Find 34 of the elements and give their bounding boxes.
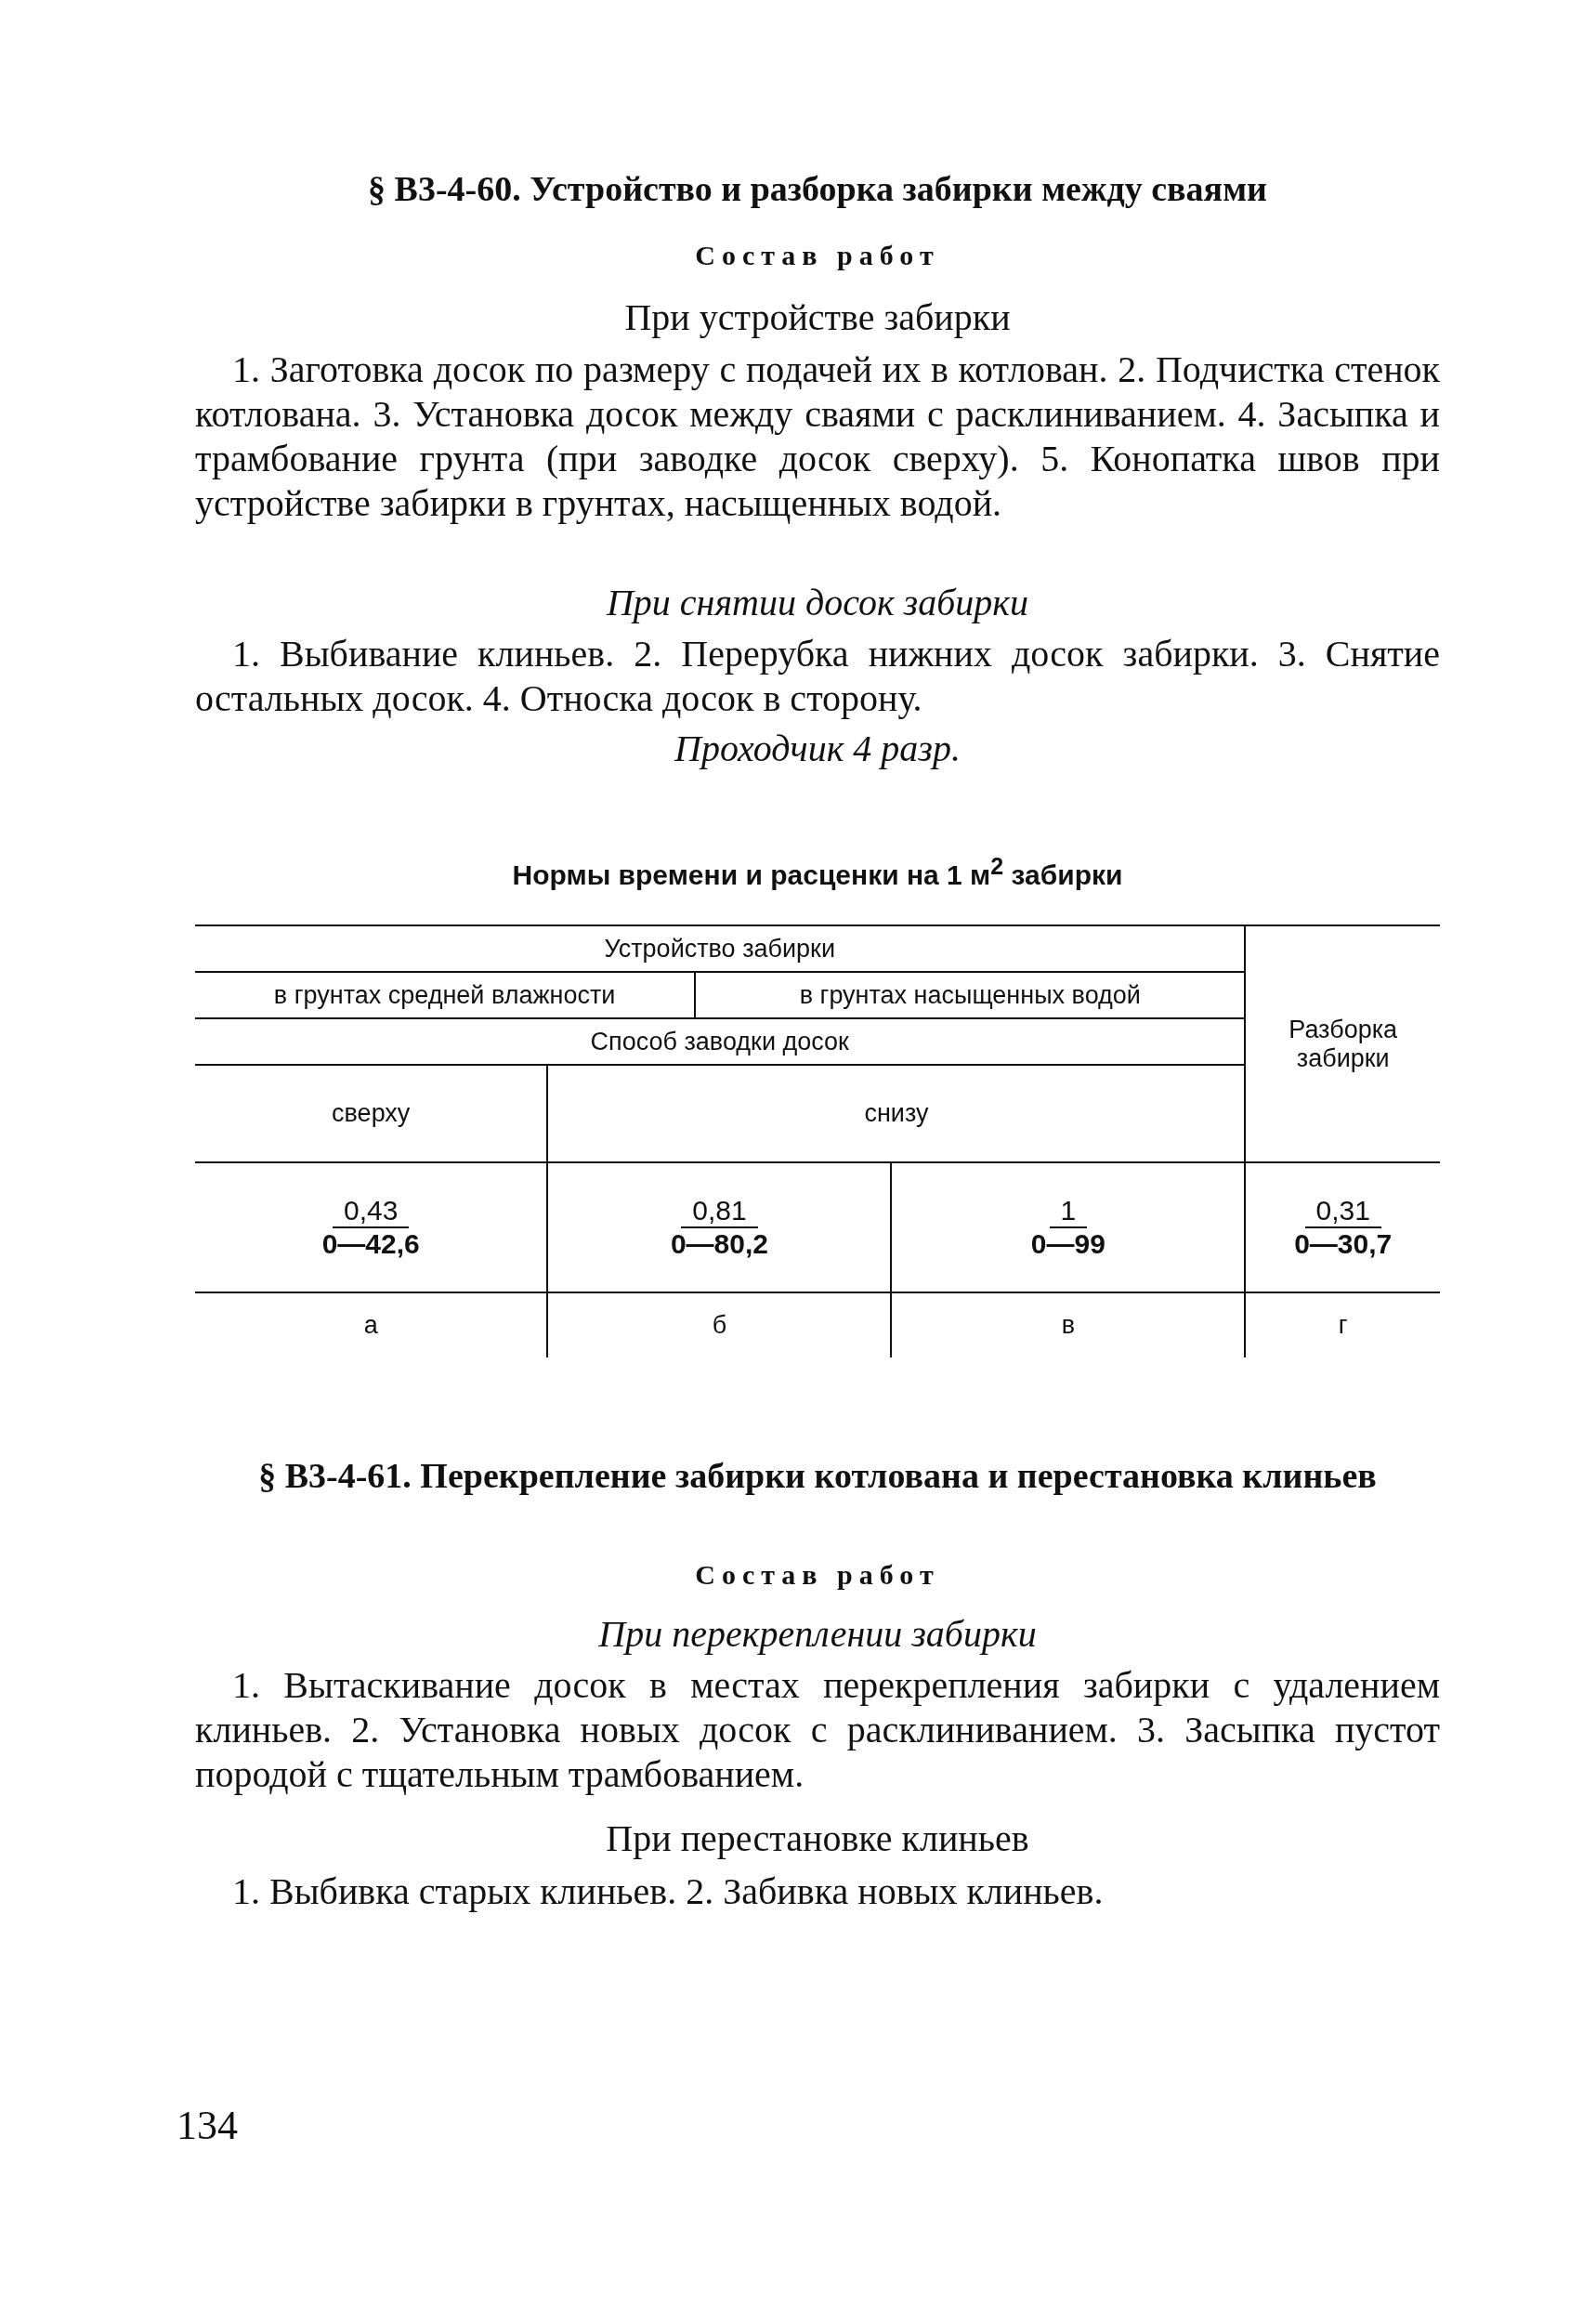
table-title: Нормы времени и расценки на 1 м$^{2}$ забирки: [511, 853, 1124, 891]
rate-value: 0—80,2: [670, 1228, 768, 1260]
time-norm: 0,31: [1304, 1195, 1381, 1228]
subheading: При снятии досок забирки: [605, 581, 1030, 624]
subheading: При перестановке клиньев: [605, 1816, 1030, 1860]
time-norm: 0,43: [333, 1195, 410, 1228]
table-header: в грунтах средней влажности: [195, 972, 696, 1018]
page-number: 134: [177, 2102, 238, 2149]
paragraph: 1. Заготовка досок по размеру с подачей их в котлован. 2. Подчистка стенок котлована. 3. Установка досок между сваями с расклиниванием. 4. Засыпка и трамбование грунта (при заводке досок сверху). 5. Конопатка швов при устройстве забирки в грунтах, насыщенных водой.: [195, 348, 1440, 526]
subheading: При перекреплении забирки: [597, 1612, 1038, 1656]
rate-value: 0—42,6: [321, 1228, 420, 1260]
subheading: Состав работ: [694, 240, 941, 271]
column-letter: б: [547, 1292, 892, 1357]
subheading: При устройстве забирки: [623, 295, 1012, 339]
worker-grade: Проходчик 4 разр.: [673, 727, 962, 770]
subheading: Состав работ: [694, 1559, 941, 1591]
paragraph: 1. Выбивание клиньев. 2. Перерубка нижних досок забирки. 3. Снятие остальных досок. 4. Относка досок в сторону.: [195, 632, 1440, 721]
rate-value: 0—99: [1030, 1228, 1105, 1260]
section-heading: § В3-4-60. Устройство и разборка забирки между сваями: [367, 168, 1268, 210]
table-header: снизу: [547, 1065, 1246, 1162]
column-letter: а: [195, 1292, 548, 1357]
table-header: Способ заводки досок: [195, 1018, 1246, 1065]
paragraph: 1. Выбивка старых клиньев. 2. Забивка новых клиньев.: [231, 1869, 1105, 1914]
paragraph: 1. Вытаскивание досок в местах перекрепления забирки с удалением клиньев. 2. Установка новых досок с расклиниванием. 3. Засыпка пустот породой с тщательным трамбованием.: [195, 1663, 1440, 1797]
time-norm: 0,81: [681, 1195, 758, 1228]
section-heading: § В3-4-61. Перекрепление забирки котлована и перестановка клиньев: [257, 1455, 1378, 1497]
table-header: Разборка забирки: [1245, 925, 1440, 1162]
table-header: Устройство забирки: [195, 925, 1246, 972]
column-letter: в: [891, 1292, 1246, 1357]
column-letter: г: [1245, 1292, 1440, 1357]
table-header: в грунтах насыщенных водой: [695, 972, 1246, 1018]
table-header: сверху: [195, 1065, 548, 1162]
rate-value: 0—30,7: [1294, 1228, 1393, 1260]
time-norm: 1: [1049, 1195, 1088, 1228]
